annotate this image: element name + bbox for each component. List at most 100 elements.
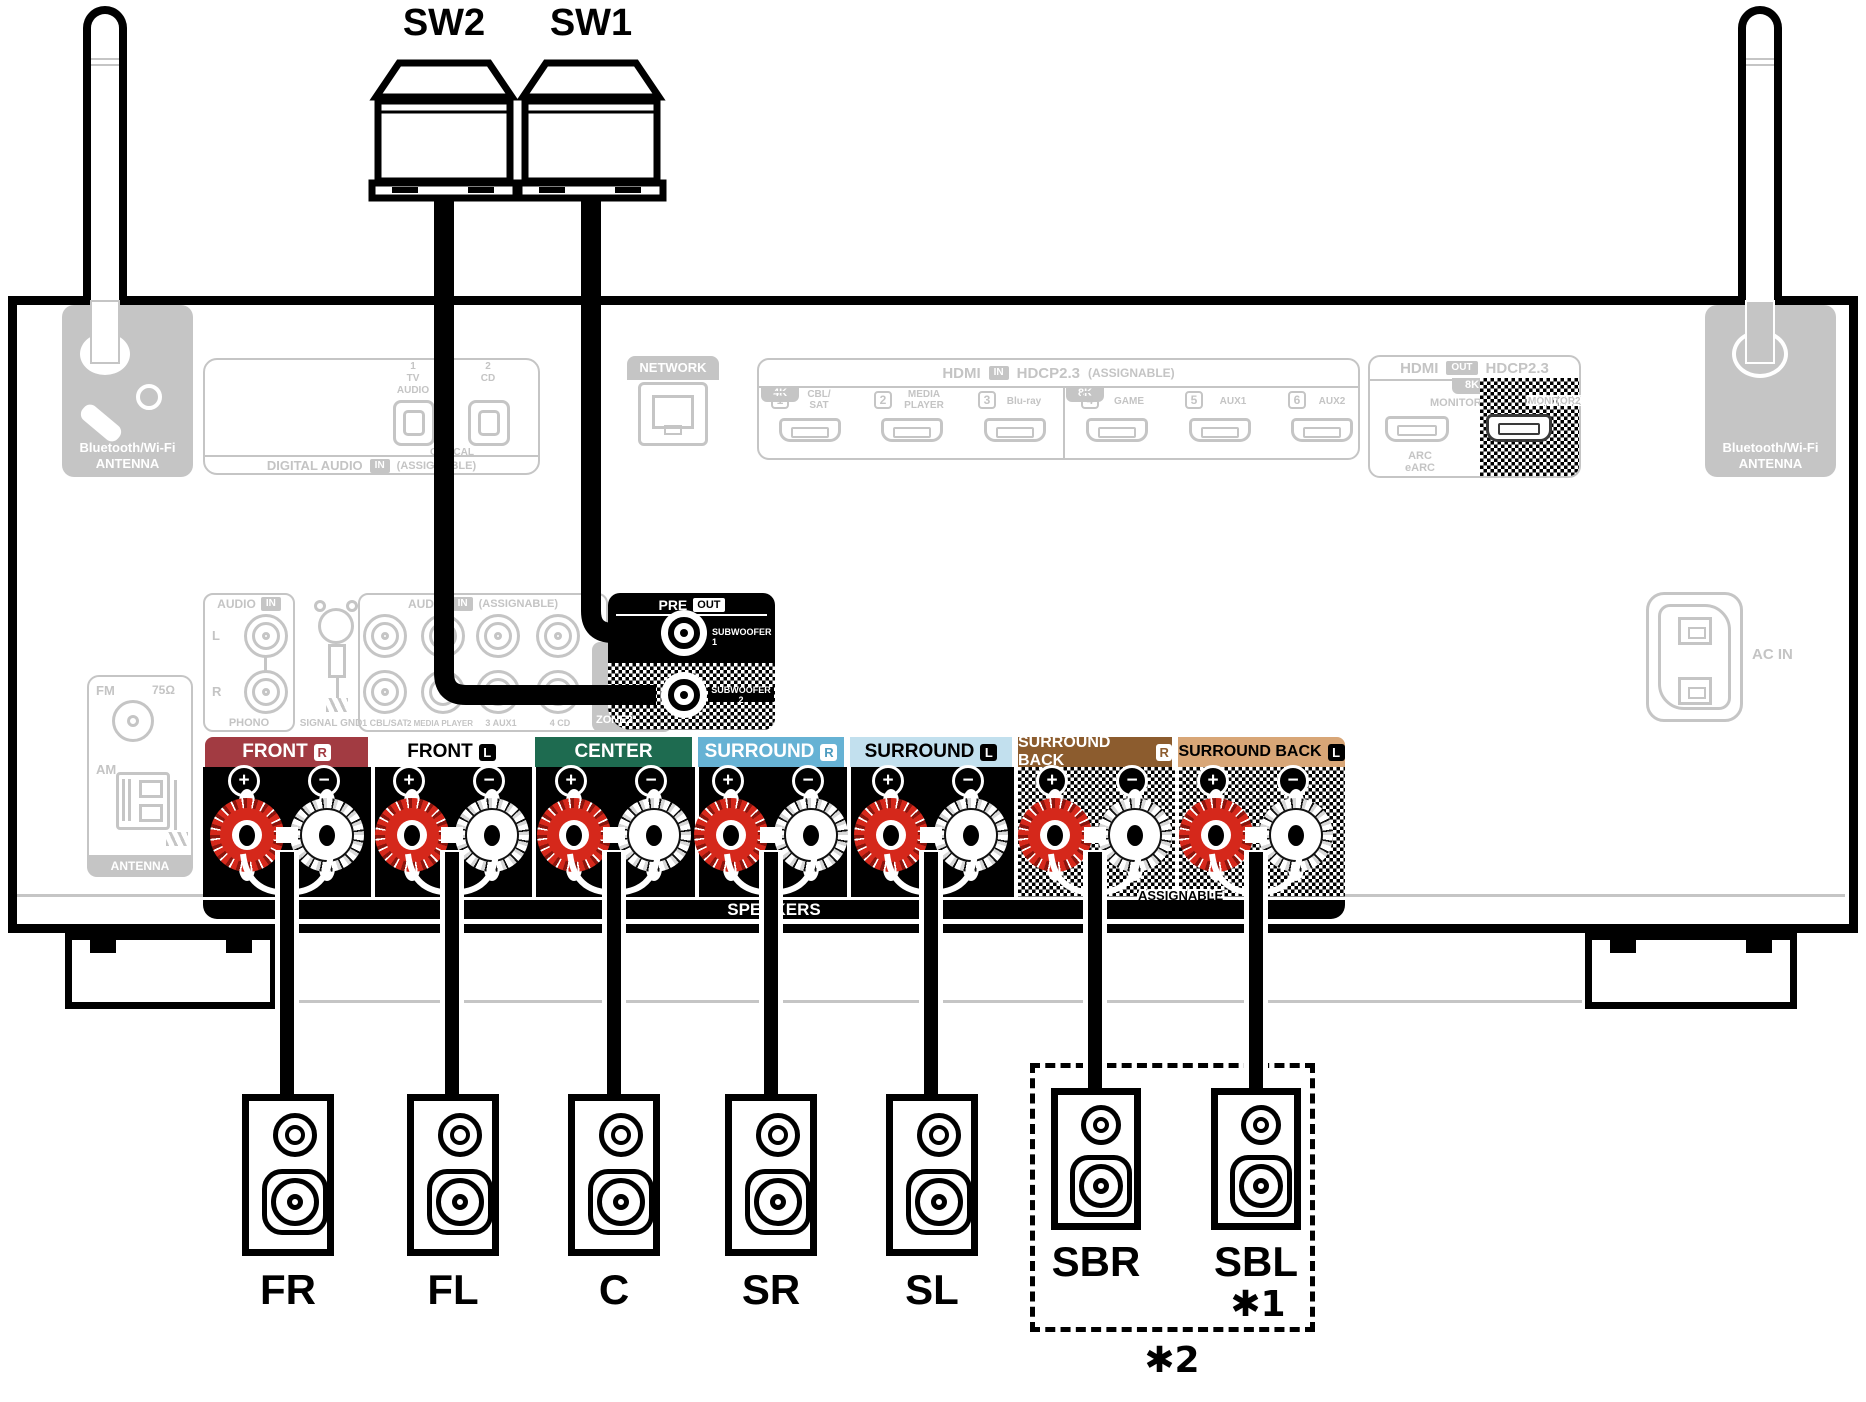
woofer-icon (262, 1169, 328, 1235)
positive-terminal (210, 798, 284, 872)
hdmi5-label: AUX1 (1219, 395, 1247, 407)
hdmi2-port-icon (881, 418, 943, 442)
rca-jack-icon (536, 614, 580, 658)
sw1-cabinet-top (516, 59, 666, 101)
speaker-c-label: C (598, 1266, 630, 1313)
4k-tab: 4K (761, 386, 799, 402)
hdmi1-number: 1 (771, 391, 789, 409)
tv-audio-port-label: 1 TV AUDIO (396, 361, 430, 396)
hdmi-in-title: HDMI IN HDCP2.3 (ASSIGNABLE) (759, 360, 1358, 388)
hdmi4-port-icon (1086, 418, 1148, 442)
positive-terminal (375, 798, 449, 872)
speaker-fr (242, 1094, 334, 1256)
positive-terminal (1018, 798, 1092, 872)
speaker-c (568, 1094, 660, 1256)
hdmi4-label: GAME (1114, 395, 1144, 407)
hdmi6-number: 6 (1288, 391, 1306, 409)
woofer-icon (1070, 1155, 1132, 1217)
monitor2-port-icon (1486, 414, 1552, 442)
ground-symbol-icon (166, 832, 188, 846)
phono-section (203, 593, 295, 732)
pre-out-section: PRE OUT SUBWOOFER 1 SUBWOOFER 2 (608, 593, 775, 730)
subwoofer2-jack-icon (661, 672, 707, 718)
rca-jack-icon (363, 670, 407, 714)
speaker-fl (407, 1094, 499, 1256)
rca-jack-icon (363, 614, 407, 658)
phono-r-jack-icon (244, 670, 288, 714)
speakers-bar-label: SPEAKERS (203, 900, 1345, 919)
positive-terminal (854, 798, 928, 872)
hdmi3-label: Blu-ray (1006, 395, 1042, 407)
woofer-icon (1230, 1155, 1292, 1217)
l-badge: L (478, 743, 496, 761)
left-foot (65, 933, 277, 1009)
hdmi2-number: 2 (874, 391, 892, 409)
ethernet-port-icon (638, 382, 708, 446)
r-badge: R (313, 743, 331, 761)
analog1-label: 1 CBL/SAT (362, 718, 408, 728)
l-badge: L (980, 743, 998, 761)
sw2-cabinet-top (369, 59, 519, 101)
optical-port-2-icon (468, 400, 510, 446)
am-label: AM (96, 762, 117, 777)
phono-label: PHONO (228, 717, 270, 729)
tweeter-icon (599, 1113, 643, 1157)
rca-jack-icon (536, 670, 580, 714)
phono-r-label: R (212, 684, 222, 699)
subwoofer-1-label: SW1 (549, 2, 633, 44)
hdmi4-number: 4 (1081, 391, 1099, 409)
arc-earc-label: ARC eARC (1405, 450, 1435, 474)
digital-audio-caption: DIGITAL AUDIO IN (ASSIGNABLE) (205, 455, 538, 474)
right-antenna-icon (1738, 6, 1782, 56)
l-badge: L (1327, 743, 1345, 761)
phono-l-label: L (212, 628, 220, 643)
network-label: NETWORK (627, 356, 719, 380)
analog2-label: 2 MEDIA PLAYER (406, 718, 474, 728)
tweeter-icon (1081, 1105, 1121, 1145)
footnote-1-marker: ✱1 (1230, 1284, 1286, 1325)
am-terminal-icon (116, 772, 170, 830)
subwoofer2-label: SUBWOOFER 2 (708, 685, 774, 705)
r-badge: R (1156, 743, 1172, 761)
audio-in-title: AUDIO IN (208, 596, 290, 612)
tweeter-icon (438, 1113, 482, 1157)
rca-jack-icon (421, 614, 465, 658)
tweeter-icon (273, 1113, 317, 1157)
out-badge: OUT (1446, 361, 1478, 375)
right-foot (1585, 933, 1797, 1009)
left-antenna-icon (83, 6, 127, 56)
right-antenna-label: Bluetooth/Wi-Fi ANTENNA (1722, 440, 1819, 471)
sw1-cabinet (521, 97, 661, 185)
cd-port-label: 2 CD (480, 361, 496, 384)
footnote-2-marker: ✱2 (1144, 1340, 1200, 1381)
hdmi2-label: MEDIA PLAYER (904, 389, 944, 411)
woofer-icon (745, 1169, 811, 1235)
ground-symbol-icon (326, 698, 348, 712)
binding-posts-surround-back-r: + − (975, 765, 1215, 890)
fm-coax-jack-icon (112, 700, 154, 742)
woofer-icon (588, 1169, 654, 1235)
in-badge: IN (369, 458, 390, 473)
woofer-icon (427, 1169, 493, 1235)
surround-back-dashed-group (1030, 1063, 1315, 1332)
negative-terminal (1259, 798, 1333, 872)
monitor2-label: MONITOR2 (1528, 396, 1581, 407)
subwoofer-2-label: SW2 (402, 2, 486, 44)
binding-posts-surround-back-l: + − (1136, 765, 1376, 890)
tweeter-icon (917, 1113, 961, 1157)
speaker-sr (725, 1094, 817, 1256)
assignable-label: ASSIGNABLE (1138, 888, 1224, 903)
speaker-fr-label: FR (260, 1266, 316, 1313)
right-antenna-rod (1738, 54, 1782, 306)
zone2-label: ZONE2 (596, 714, 633, 726)
analog-audio-in-title: AUDIO IN (ASSIGNABLE) (407, 597, 559, 611)
analog3-label: 3 AUX1 (485, 718, 517, 728)
speaker-sbr-label: SBR (1051, 1238, 1141, 1285)
hdmi-in-section: HDMI IN HDCP2.3 (ASSIGNABLE) (757, 358, 1360, 460)
rca-jack-icon (476, 614, 520, 658)
speaker-sbl-label: SBL (1214, 1238, 1298, 1285)
speaker-sbl (1211, 1088, 1301, 1230)
woofer-icon (906, 1169, 972, 1235)
